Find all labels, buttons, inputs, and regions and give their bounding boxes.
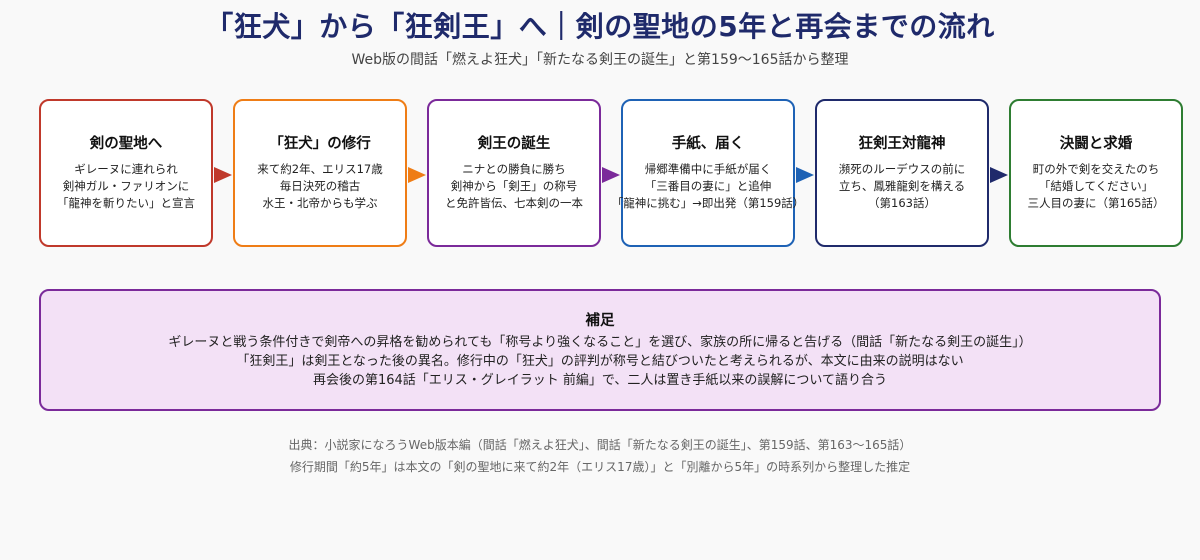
step-line: 水王・北帝からも学ぶ bbox=[262, 195, 378, 210]
note-line: 再会後の第164話「エリス・グレイラット 前編」で、二人は置き手紙以来の誤解につ… bbox=[312, 373, 888, 388]
footer-line: 出典：小説家になろうWeb版本編（間話「燃えよ狂犬」、間話「新たなる剣王の誕生」… bbox=[288, 438, 912, 452]
step-title: 手紙、届く bbox=[671, 135, 745, 152]
step-line: 「三番目の妻に」と追伸 bbox=[644, 178, 772, 193]
step-line: 立ち、鳳雅龍剣を構える bbox=[838, 178, 966, 193]
step-line: 「結婚してください」 bbox=[1038, 178, 1154, 193]
flow-step-2: 「狂犬」の修行 来て約2年、エリス17歳 毎日決死の稽古 水王・北帝からも学ぶ bbox=[233, 99, 407, 247]
flow-step-1: 剣の聖地へ ギレーヌに連れられ 剣神ガル・ファリオンに 「龍神を斬りたい」と宣言 bbox=[39, 99, 213, 247]
page-title: 「狂犬」から「狂剣王」へ｜剣の聖地の5年と再会までの流れ bbox=[205, 10, 995, 43]
source-footer: 出典：小説家になろうWeb版本編（間話「燃えよ狂犬」、間話「新たなる剣王の誕生」… bbox=[0, 434, 1200, 478]
page-subtitle: Web版の間話「燃えよ狂犬」「新たなる剣王の誕生」と第159〜165話から整理 bbox=[351, 52, 849, 68]
arrow-3-to-4 bbox=[602, 167, 620, 183]
supplement-note: 補足 ギレーヌと戦う条件付きで剣帝への昇格を勧められても「称号より強くなること」… bbox=[39, 289, 1161, 411]
step-title: 剣王の誕生 bbox=[477, 135, 551, 152]
step-title: 「狂犬」の修行 bbox=[269, 135, 371, 152]
note-line: 「狂剣王」は剣王となった後の異名。修行中の「狂犬」の評判が称号と結びついたと考え… bbox=[236, 354, 964, 369]
arrow-1-to-2 bbox=[214, 167, 232, 183]
flow-step-5: 狂剣王対龍神 瀕死のルーデウスの前に 立ち、鳳雅龍剣を構える （第163話） bbox=[815, 99, 989, 247]
step-line: 「龍神に挑む」→即出発（第159話） bbox=[611, 195, 805, 210]
flow-step-4: 手紙、届く 帰郷準備中に手紙が届く 「三番目の妻に」と追伸 「龍神に挑む」→即出… bbox=[612, 99, 804, 247]
step-line: 剣神から「剣王」の称号 bbox=[450, 178, 578, 193]
step-line: 帰郷準備中に手紙が届く bbox=[644, 161, 772, 176]
step-line: ギレーヌに連れられ bbox=[74, 161, 178, 176]
step-line: 三人目の妻に（第165話） bbox=[1027, 195, 1165, 210]
step-title: 剣の聖地へ bbox=[89, 135, 163, 152]
flow-diagram: 剣の聖地へ ギレーヌに連れられ 剣神ガル・ファリオンに 「龍神を斬りたい」と宣言… bbox=[0, 0, 1200, 260]
arrow-4-to-5 bbox=[796, 167, 814, 183]
step-line: 「龍神を斬りたい」と宣言 bbox=[57, 195, 195, 210]
step-line: 町の外で剣を交えたのち bbox=[1032, 161, 1160, 176]
flow-step-3: 剣王の誕生 ニナとの勝負に勝ち 剣神から「剣王」の称号 と免許皆伝、七本剣の一本 bbox=[427, 99, 601, 247]
step-line: （第163話） bbox=[868, 195, 936, 210]
step-line: と免許皆伝、七本剣の一本 bbox=[445, 195, 583, 210]
step-line: 瀕死のルーデウスの前に bbox=[838, 161, 966, 176]
arrow-2-to-3 bbox=[408, 167, 426, 183]
step-line: 剣神ガル・ファリオンに bbox=[62, 178, 190, 193]
flow-step-6: 決闘と求婚 町の外で剣を交えたのち 「結婚してください」 三人目の妻に（第165… bbox=[1009, 99, 1183, 247]
note-title: 補足 bbox=[585, 313, 615, 329]
arrow-5-to-6 bbox=[990, 167, 1008, 183]
note-line: ギレーヌと戦う条件付きで剣帝への昇格を勧められても「称号より強くなること」を選び… bbox=[168, 335, 1032, 350]
step-line: 来て約2年、エリス17歳 bbox=[257, 161, 383, 176]
step-title: 狂剣王対龍神 bbox=[858, 135, 946, 152]
step-line: ニナとの勝負に勝ち bbox=[462, 161, 566, 176]
step-title: 決闘と求婚 bbox=[1059, 135, 1133, 152]
footer-line: 修行期間「約5年」は本文の「剣の聖地に来て約2年（エリス17歳）」と「別離から5… bbox=[289, 460, 911, 474]
step-line: 毎日決死の稽古 bbox=[279, 178, 361, 193]
